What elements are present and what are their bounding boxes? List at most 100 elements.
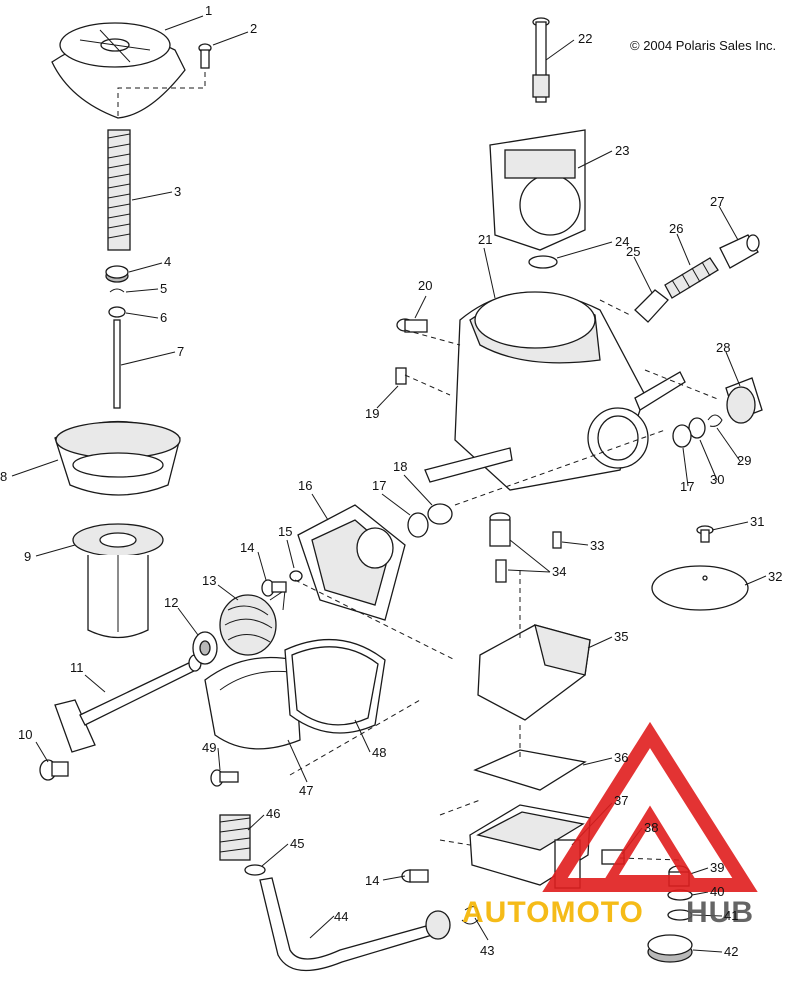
callout-33: 33 (590, 538, 604, 553)
callout-2: 2 (250, 21, 257, 36)
callout-39: 39 (710, 860, 724, 875)
callout-38: 38 (644, 820, 658, 835)
part-34-jet-assembly (489, 512, 511, 583)
callout-34: 34 (552, 564, 566, 579)
part-35-float (477, 624, 591, 721)
callout-29: 29 (737, 453, 751, 468)
part-19-fitting (395, 367, 407, 385)
part-29-clip (707, 414, 723, 427)
part-22-bolt (532, 17, 550, 103)
part-7-jet-needle (113, 319, 121, 409)
part-10-screw (39, 759, 69, 781)
callout-28: 28 (716, 340, 730, 355)
part-47-cover (204, 656, 301, 750)
callout-47: 47 (299, 783, 313, 798)
callout-26: 26 (669, 221, 683, 236)
part-46-spring (219, 814, 251, 861)
part-48-gasket (284, 639, 386, 734)
callout-6: 6 (160, 310, 167, 325)
callout-32: 32 (768, 569, 782, 584)
callout-7: 7 (177, 344, 184, 359)
callout-17-right: 17 (680, 479, 694, 494)
part-31-screw (696, 525, 714, 543)
part-41-washer (667, 909, 693, 921)
part-49-screw (210, 769, 239, 787)
part-14-screw-lower (401, 869, 429, 883)
callout-48: 48 (372, 745, 386, 760)
part-13-spring (219, 588, 286, 656)
part-45-washer (244, 864, 266, 876)
callout-17-left: 17 (372, 478, 386, 493)
part-14-screw-upper (261, 579, 287, 597)
part-8-diaphragm (54, 420, 181, 496)
part-27-cap (719, 234, 760, 269)
callout-27: 27 (710, 194, 724, 209)
part-16-cover-housing (297, 504, 406, 621)
part-20-screw (396, 318, 428, 333)
callout-4: 4 (164, 254, 171, 269)
part-33-jet (552, 531, 562, 549)
callout-20: 20 (418, 278, 432, 293)
part-42-plug (647, 934, 693, 963)
part-5-clip (109, 288, 125, 293)
callout-44: 44 (334, 909, 348, 924)
part-17-o-ring-right (672, 424, 692, 448)
copyright-text: © 2004 Polaris Sales Inc. (630, 38, 776, 53)
callout-8: 8 (0, 469, 7, 484)
callout-16: 16 (298, 478, 312, 493)
part-32-plate (651, 565, 749, 611)
callout-37: 37 (614, 793, 628, 808)
callout-5: 5 (160, 281, 167, 296)
part-36-gasket (473, 749, 587, 791)
callout-14-upper: 14 (240, 540, 254, 555)
callout-10: 10 (18, 727, 32, 742)
callout-13: 13 (202, 573, 216, 588)
callout-22: 22 (578, 31, 592, 46)
callout-46: 46 (266, 806, 280, 821)
callout-1: 1 (205, 3, 212, 18)
watermark-brand-part1: AUTOMOTO (462, 896, 644, 929)
callout-15: 15 (278, 524, 292, 539)
part-2-screw (198, 43, 212, 69)
part-26-spring (664, 257, 719, 299)
callout-45: 45 (290, 836, 304, 851)
part-44-hose (259, 877, 451, 972)
watermark-brand-part2: HUB (686, 896, 754, 929)
callout-25: 25 (626, 244, 640, 259)
callout-12: 12 (164, 595, 178, 610)
part-23-throttle-body (489, 129, 586, 251)
callout-21: 21 (478, 232, 492, 247)
watermark-logo: AUTOMOTO HUB (462, 721, 758, 929)
callout-24: 24 (615, 234, 629, 249)
callout-42: 42 (724, 944, 738, 959)
callout-35: 35 (614, 629, 628, 644)
part-9-vacuum-slide (72, 523, 164, 639)
part-25-plunger (634, 289, 669, 323)
callout-30: 30 (710, 472, 724, 487)
part-12-washer (192, 631, 218, 665)
callout-18: 18 (393, 459, 407, 474)
callout-23: 23 (615, 143, 629, 158)
part-15-washer (289, 570, 303, 582)
callout-3: 3 (174, 184, 181, 199)
callout-9: 9 (24, 549, 31, 564)
callout-40: 40 (710, 884, 724, 899)
part-24-o-ring (528, 255, 558, 269)
part-21-carburetor-body (424, 291, 686, 491)
part-6-washer (108, 306, 126, 318)
part-17-o-ring-left (407, 512, 429, 538)
callout-43: 43 (480, 943, 494, 958)
part-28-sleeve (725, 377, 763, 424)
part-1-top-cap (51, 22, 186, 119)
callout-14-lower: 14 (365, 873, 379, 888)
callout-41: 41 (724, 908, 738, 923)
part-43-clip (461, 906, 479, 925)
callout-11: 11 (70, 660, 84, 675)
callout-49: 49 (202, 740, 216, 755)
callout-31: 31 (750, 514, 764, 529)
part-4-retainer (105, 265, 129, 283)
part-18-o-ring (427, 503, 453, 525)
part-3-spring (107, 129, 131, 251)
